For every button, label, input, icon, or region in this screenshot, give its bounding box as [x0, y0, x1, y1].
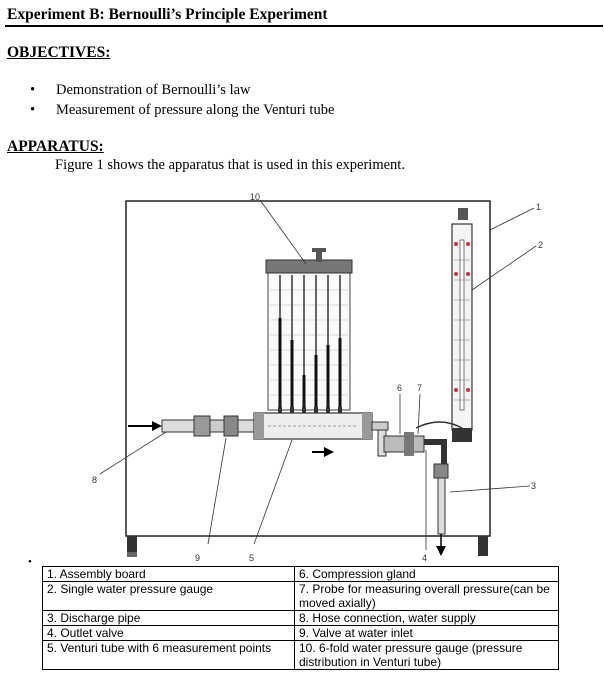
inlet-assembly	[128, 415, 255, 437]
legend-cell: 9. Valve at water inlet	[294, 625, 559, 641]
apparatus-heading: APPARATUS:	[7, 138, 104, 155]
apparatus-description: Figure 1 shows the apparatus that is use…	[55, 157, 405, 173]
legend-cell: 3. Discharge pipe	[42, 610, 295, 626]
six-fold-pressure-gauge	[265, 248, 353, 411]
apparatus-figure: 10 1 2 3 4 5 6 7 8 9	[92, 192, 543, 563]
callout-5: 5	[249, 553, 254, 563]
list-item: Measurement of pressure along the Ventur…	[30, 100, 334, 120]
objectives-list: Demonstration of Bernoulli’s law Measure…	[30, 80, 334, 120]
board-foot-right	[478, 536, 488, 556]
legend-cell: 8. Hose connection, water supply	[294, 610, 559, 626]
legend-cell: 2. Single water pressure gauge	[42, 581, 295, 611]
table-row: 4. Outlet valve 9. Valve at water inlet	[42, 625, 559, 641]
table-row: 1. Assembly board 6. Compression gland	[42, 566, 559, 582]
title-rule	[5, 25, 603, 27]
bullet-dot: •	[28, 556, 32, 568]
board-foot-left-base	[127, 552, 137, 557]
callout-labels: 10 1 2 3 4 5 6 7 8 9	[92, 192, 543, 563]
list-item: Demonstration of Bernoulli’s law	[30, 80, 334, 100]
callout-10: 10	[250, 192, 260, 202]
table-row: 5. Venturi tube with 6 measurement point…	[42, 640, 559, 670]
legend-table: 1. Assembly board 6. Compression gland 2…	[42, 566, 559, 670]
objectives-heading: OBJECTIVES:	[7, 44, 111, 61]
callout-1: 1	[536, 202, 541, 212]
callout-8: 8	[92, 475, 97, 485]
callout-7: 7	[417, 383, 422, 393]
table-row: 3. Discharge pipe 8. Hose connection, wa…	[42, 610, 559, 626]
legend-cell: 1. Assembly board	[42, 566, 295, 582]
callout-2: 2	[538, 240, 543, 250]
legend-cell: 6. Compression gland	[294, 566, 559, 582]
legend-cell: 7. Probe for measuring overall pressure(…	[294, 581, 559, 611]
venturi-tube	[253, 407, 373, 457]
callout-leaders	[99, 199, 537, 550]
table-row: 2. Single water pressure gauge 7. Probe …	[42, 581, 559, 611]
single-pressure-gauge	[451, 208, 473, 442]
callout-9: 9	[195, 553, 200, 563]
outlet-assembly	[371, 421, 463, 556]
callout-3: 3	[531, 481, 536, 491]
legend-cell: 10. 6-fold water pressure gauge (pressur…	[294, 640, 559, 670]
callout-6: 6	[397, 383, 402, 393]
legend-cell: 4. Outlet valve	[42, 625, 295, 641]
callout-4: 4	[422, 553, 427, 563]
board-foot-left	[127, 536, 137, 556]
page-title: Experiment B: Bernoulli’s Principle Expe…	[7, 6, 328, 23]
legend-cell: 5. Venturi tube with 6 measurement point…	[42, 640, 295, 670]
